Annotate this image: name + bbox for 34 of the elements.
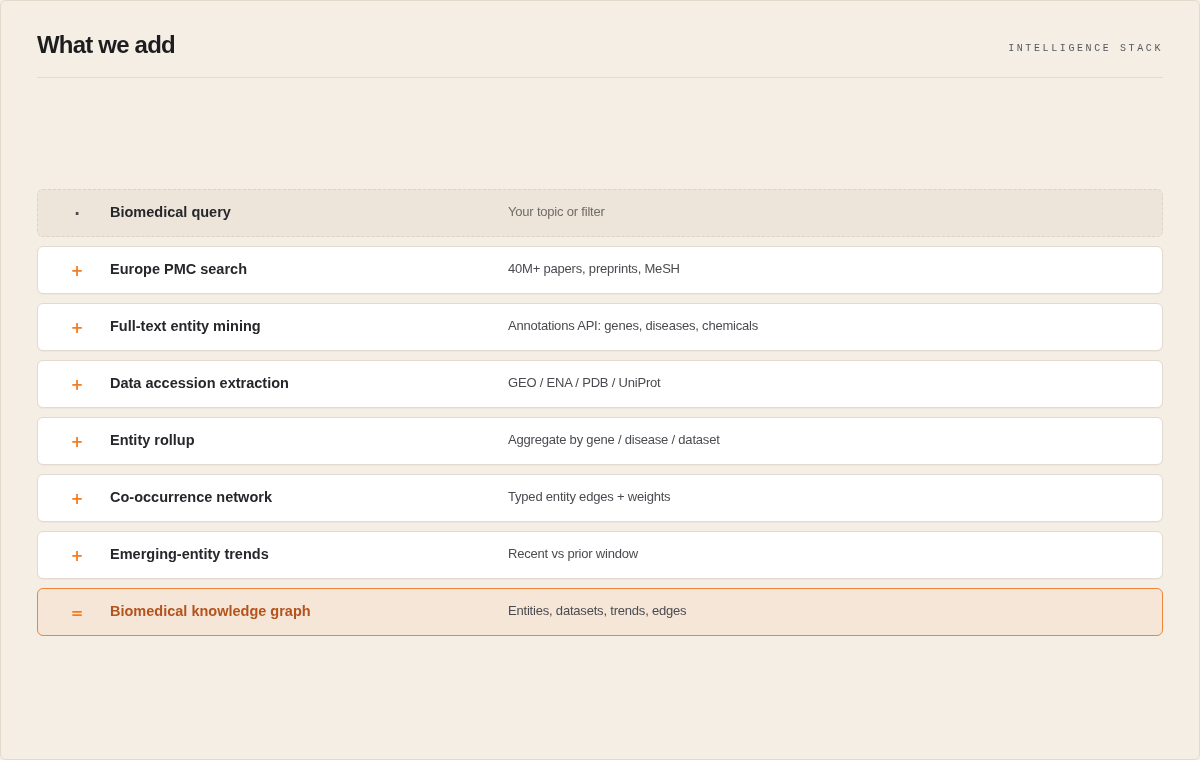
step-symbol: + — [70, 375, 84, 395]
step-symbol: + — [70, 318, 84, 338]
step-title: Europe PMC search — [110, 260, 247, 278]
step-symbol: + — [70, 546, 84, 566]
title: What we add — [37, 30, 175, 60]
step-description: Aggregate by gene / disease / dataset — [508, 432, 720, 448]
step-title: Biomedical query — [110, 203, 231, 221]
step-symbol: + — [70, 432, 84, 452]
step-description: Typed entity edges + weights — [508, 489, 671, 505]
step-title: Emerging-entity trends — [110, 545, 269, 563]
step-row — [37, 360, 1163, 408]
step-symbol: + — [70, 261, 84, 281]
output-row — [37, 588, 1163, 636]
step-title: Co-occurrence network — [110, 488, 272, 506]
step-row — [37, 417, 1163, 465]
step-title: Biomedical knowledge graph — [110, 602, 311, 620]
step-symbol: = — [70, 603, 84, 623]
step-description: Annotations API: genes, diseases, chemicals — [508, 318, 759, 334]
step-title: Full-text entity mining — [110, 317, 261, 335]
step-title: Data accession extraction — [110, 374, 289, 392]
step-row — [37, 531, 1163, 579]
input-row — [37, 189, 1163, 237]
step-row — [37, 303, 1163, 351]
step-description: 40M+ papers, preprints, MeSH — [508, 261, 680, 277]
step-row — [37, 474, 1163, 522]
step-title: Entity rollup — [110, 431, 195, 449]
section-tag: INTELLIGENCE STACK — [1008, 42, 1163, 56]
step-symbol: + — [70, 489, 84, 509]
step-symbol: · — [73, 204, 81, 224]
step-description: Your topic or filter — [508, 204, 605, 220]
step-description: Entities, datasets, trends, edges — [508, 603, 687, 619]
step-row — [37, 246, 1163, 294]
step-description: Recent vs prior window — [508, 546, 638, 562]
step-description: GEO / ENA / PDB / UniProt — [508, 375, 661, 391]
